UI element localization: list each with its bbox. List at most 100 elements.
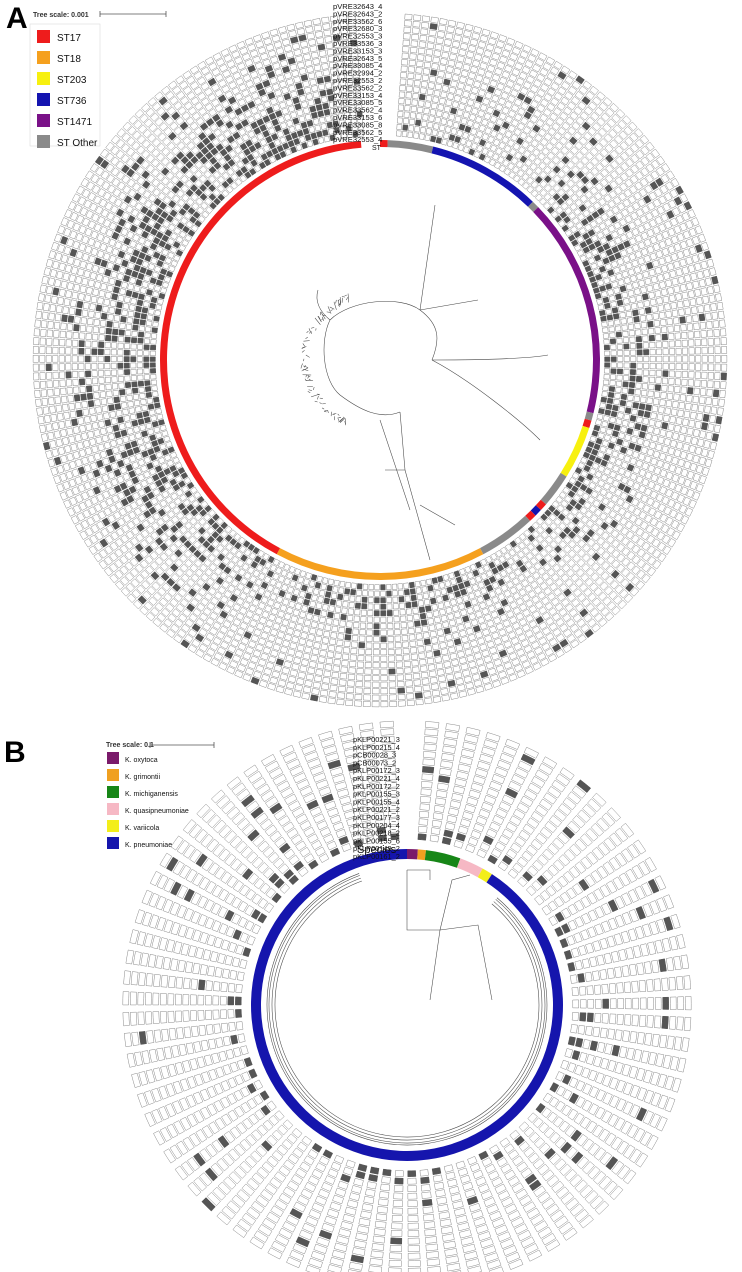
presence-cell <box>553 554 562 563</box>
presence-cell <box>268 613 277 622</box>
presence-cell <box>630 362 637 369</box>
presence-cell <box>542 156 551 165</box>
presence-cell <box>295 623 303 631</box>
presence-cell <box>642 194 652 204</box>
presence-cell <box>478 124 486 133</box>
presence-cell <box>78 363 85 371</box>
presence-cell <box>263 100 272 109</box>
presence-cell <box>638 453 646 461</box>
presence-cell <box>691 217 700 227</box>
presence-cell <box>72 378 79 386</box>
presence-cell <box>424 728 439 737</box>
presence-cell <box>98 341 105 348</box>
presence-cell <box>670 491 680 501</box>
presence-cell <box>588 467 597 476</box>
presence-cell <box>298 638 307 646</box>
tree-branch <box>431 359 541 441</box>
presence-cell <box>49 268 58 278</box>
presence-cell <box>330 678 339 685</box>
presence-cell <box>168 501 177 510</box>
presence-cell <box>274 109 283 118</box>
presence-cell <box>484 634 493 643</box>
presence-cell <box>684 307 692 316</box>
presence-cell <box>470 142 478 150</box>
presence-cell <box>386 603 393 610</box>
presence-cell <box>120 243 129 252</box>
presence-cell <box>525 614 535 623</box>
presence-cell <box>590 111 600 121</box>
presence-cell <box>200 573 209 582</box>
presence-cell <box>150 368 157 374</box>
presence-cell <box>274 616 283 625</box>
presence-cell <box>585 487 594 495</box>
presence-cell <box>658 311 666 319</box>
presence-cell <box>579 241 588 249</box>
presence-cell <box>48 397 55 406</box>
presence-cell <box>694 420 702 430</box>
presence-cell <box>419 34 428 42</box>
presence-cell <box>326 584 333 592</box>
presence-cell <box>270 607 279 616</box>
presence-cell <box>289 580 297 588</box>
presence-cell <box>455 61 464 69</box>
presence-cell <box>158 485 166 493</box>
presence-cell <box>502 575 511 584</box>
presence-cell <box>262 625 272 634</box>
presence-cell <box>546 87 556 97</box>
presence-cell <box>431 819 442 828</box>
presence-cell <box>646 448 655 457</box>
presence-cell <box>528 619 538 629</box>
presence-cell <box>130 362 137 369</box>
presence-cell <box>149 362 156 368</box>
presence-cell <box>630 349 637 356</box>
presence-cell <box>566 170 576 179</box>
presence-cell <box>311 648 320 656</box>
presence-cell <box>550 97 560 107</box>
presence-cell <box>671 309 679 317</box>
presence-cell <box>334 606 342 614</box>
presence-cell <box>618 130 628 140</box>
presence-cell <box>317 656 326 664</box>
presence-cell <box>441 138 448 146</box>
presence-cell <box>67 394 74 403</box>
presence-cell <box>48 250 57 260</box>
presence-cell <box>533 562 542 571</box>
presence-cell <box>341 659 349 667</box>
presence-cell <box>698 396 706 405</box>
presence-cell <box>568 608 578 618</box>
presence-cell <box>683 299 691 308</box>
presence-cell <box>444 126 452 134</box>
presence-cell <box>485 661 495 670</box>
presence-cell <box>666 392 674 400</box>
presence-cell <box>34 319 41 328</box>
presence-cell <box>146 233 155 242</box>
presence-cell <box>124 551 134 561</box>
presence-cell <box>489 673 499 682</box>
presence-cell <box>186 603 196 613</box>
presence-cell <box>269 593 278 601</box>
presence-cell <box>380 662 388 669</box>
presence-cell <box>602 296 610 304</box>
presence-cell <box>508 171 516 179</box>
presence-cell <box>87 454 95 463</box>
presence-cell <box>252 546 260 555</box>
presence-cell <box>282 142 290 150</box>
presence-cell <box>574 960 583 971</box>
presence-cell <box>629 296 637 304</box>
presence-cell <box>674 512 684 522</box>
presence-cell <box>680 515 690 525</box>
tree-branch <box>385 411 406 471</box>
presence-cell <box>636 369 643 376</box>
presence-cell <box>152 617 162 628</box>
presence-cell <box>622 381 629 388</box>
presence-cell <box>78 355 85 363</box>
presence-cell <box>491 153 500 161</box>
presence-cell <box>627 504 636 514</box>
presence-cell <box>477 581 485 589</box>
presence-cell <box>453 611 461 619</box>
presence-cell <box>515 559 524 568</box>
presence-cell <box>317 137 325 144</box>
presence-cell <box>714 363 721 372</box>
presence-cell <box>262 58 271 67</box>
